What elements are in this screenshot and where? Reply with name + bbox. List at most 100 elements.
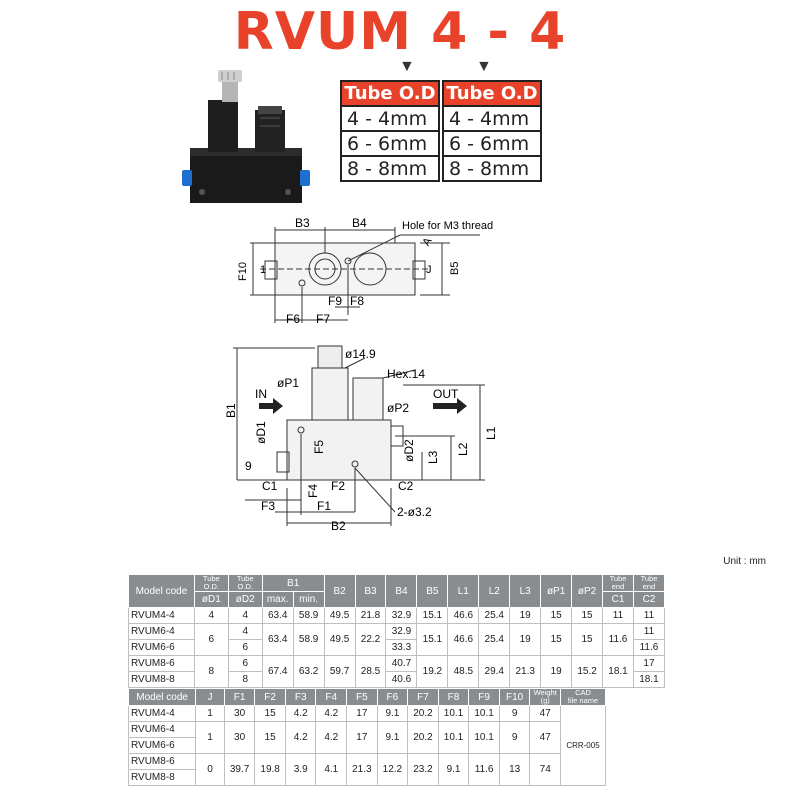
label-f1: F1 <box>317 499 331 513</box>
arrow-down-icon: ▼ <box>399 58 415 75</box>
table-row: RVUM6-4 6 4 63.4 58.9 49.5 22.2 32.9 15.… <box>128 623 666 656</box>
cell: 15 <box>254 705 286 722</box>
option-8-8[interactable]: 8 - 8mm <box>340 155 440 182</box>
cell: 19 <box>540 655 573 688</box>
cell-code: RVUM6-4 <box>128 623 195 640</box>
cell: 9 <box>498 705 531 722</box>
spec-table-2: Model code J F1 F2 F3 F4 F5 F6 F7 F8 F9 … <box>127 688 607 786</box>
cell: 19.8 <box>254 753 286 786</box>
cell: 10.1 <box>468 721 500 754</box>
header-d2: øD2 <box>227 591 263 608</box>
cell: 32.9 <box>385 607 418 624</box>
header-tube-od-2: Tube O.D. <box>227 574 263 592</box>
cell: 28.5 <box>354 655 387 688</box>
header-f3: F3 <box>284 688 317 706</box>
label-f9: F9 <box>328 294 342 308</box>
cell: 11 <box>602 607 634 624</box>
cell: 46.6 <box>447 623 480 656</box>
label-d149: ø14.9 <box>345 347 376 361</box>
spec-table-1: Model code Tube O.D. Tube O.D. B1 B2 B3 … <box>128 574 666 688</box>
cell: 6 <box>193 623 229 656</box>
option-8-8[interactable]: 8 - 8mm <box>442 155 542 182</box>
label-f6: F6 <box>286 312 300 326</box>
header-b1: B1 <box>261 574 325 592</box>
header-f1: F1 <box>223 688 256 706</box>
cell: 4.2 <box>315 705 348 722</box>
cell: 10.1 <box>468 705 500 722</box>
table-row: RVUM8-8 8 40.6 18.1 <box>128 671 666 688</box>
header-min: min. <box>292 591 325 608</box>
header-j: J <box>195 688 225 706</box>
header-model-code: Model code <box>128 574 195 608</box>
cell: 21.3 <box>509 655 542 688</box>
cell: 15 <box>254 721 286 754</box>
cell: 15.2 <box>571 655 604 688</box>
header-tube-od-1: Tube O.D. <box>193 574 229 592</box>
option-6-6[interactable]: 6 - 6mm <box>340 130 440 157</box>
label-f2: F2 <box>331 479 345 493</box>
table-row: RVUM8-8 <box>127 769 606 786</box>
weight-unit: (g) <box>540 696 550 705</box>
cell: 58.9 <box>292 623 325 656</box>
cell: 10.1 <box>437 705 470 722</box>
label-b1: B1 <box>224 403 238 418</box>
cell: 40.7 <box>385 655 418 672</box>
cad-sub: file name <box>567 696 599 705</box>
cell: 8 <box>227 671 263 688</box>
table-row: RVUM4-4 4 4 63.4 58.9 49.5 21.8 32.9 15.… <box>128 607 666 624</box>
header-p1: øP1 <box>540 574 573 608</box>
option-4-4[interactable]: 4 - 4mm <box>340 105 440 132</box>
cell: 25.4 <box>478 607 511 624</box>
cell: 6 <box>227 655 263 672</box>
label-hole-32: 2-ø3.2 <box>397 505 432 519</box>
cell: 47 <box>529 705 561 722</box>
selector-header: Tube O.D <box>340 80 440 107</box>
header-f2: F2 <box>254 688 286 706</box>
option-4-4[interactable]: 4 - 4mm <box>442 105 542 132</box>
label-d1: øD1 <box>254 421 268 444</box>
option-6-6[interactable]: 6 - 6mm <box>442 130 542 157</box>
cell: 18.1 <box>602 655 634 688</box>
cell: 20.2 <box>407 721 439 754</box>
label-hex14: Hex.14 <box>387 367 425 381</box>
table-row: RVUM4-4 1 30 15 4.2 4.2 17 9.1 20.2 10.1… <box>127 705 607 786</box>
header-f9: F9 <box>468 688 500 706</box>
cell-code: RVUM6-4 <box>127 721 197 738</box>
label-d2: øD2 <box>402 439 416 462</box>
header-max: max. <box>261 591 294 608</box>
header-l1: L1 <box>447 574 480 608</box>
header-model-code: Model code <box>127 688 197 706</box>
cell: 9.1 <box>376 721 409 754</box>
cell: 19 <box>509 623 542 656</box>
page-title: RVUM 4 - 4 <box>233 2 567 62</box>
cell: 17 <box>346 721 378 754</box>
header-d1: øD1 <box>193 591 229 608</box>
cell: 59.7 <box>323 655 356 688</box>
label-j: J <box>426 264 432 276</box>
front-view-drawing: ø14.9 øP1 Hex.14 IN OUT øP2 B1 L1 øD1 F5… <box>224 345 498 533</box>
label-f5: F5 <box>312 440 326 454</box>
cell: 4.2 <box>284 705 317 722</box>
cell-code: RVUM8-6 <box>128 655 195 672</box>
cell: 15.1 <box>416 623 449 656</box>
cell: 33.3 <box>385 639 418 656</box>
header-f7: F7 <box>407 688 439 706</box>
cell: 9.1 <box>376 705 409 722</box>
cell: 4 <box>227 607 263 624</box>
table-row: RVUM8-6 0 39.7 19.8 3.9 4.1 21.3 12.2 23… <box>127 753 606 786</box>
cell: 74 <box>529 753 561 786</box>
cell: 1 <box>195 721 225 754</box>
cell: 17 <box>346 705 378 722</box>
cell: 4.1 <box>315 753 348 786</box>
cell: 19.2 <box>416 655 449 688</box>
header-b4: B4 <box>385 574 418 608</box>
product-image <box>182 70 310 203</box>
header-b5: B5 <box>416 574 449 608</box>
cell: 8 <box>193 655 229 688</box>
header-f10: F10 <box>498 688 531 706</box>
cell: 11 <box>632 623 666 640</box>
cell: 15 <box>571 607 604 624</box>
label-9: 9 <box>245 459 252 473</box>
cell: 30 <box>223 721 256 754</box>
table-row: RVUM8-6 8 6 67.4 63.2 59.7 28.5 40.7 19.… <box>128 655 666 688</box>
